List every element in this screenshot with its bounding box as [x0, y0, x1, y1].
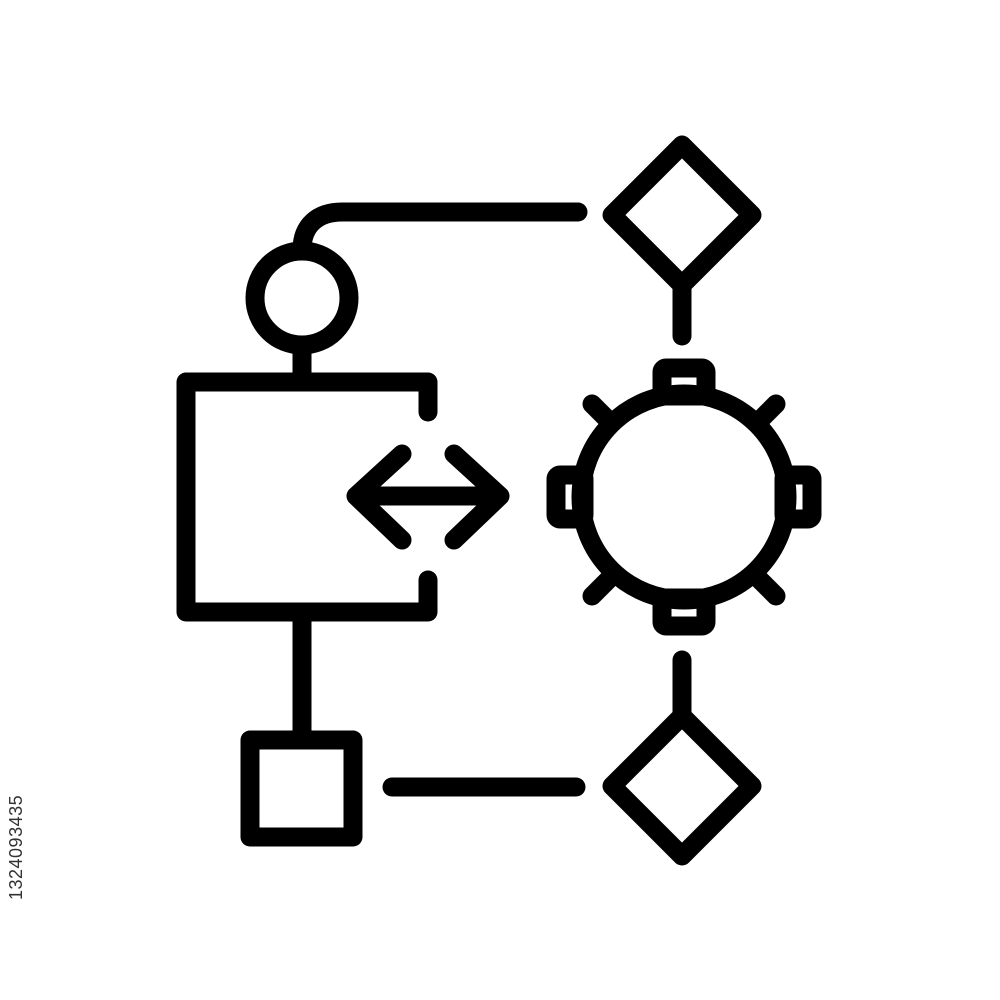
gear-tooth-bottom — [652, 588, 716, 636]
gear-tooth-top — [652, 358, 716, 406]
gear-tooth-top-left — [582, 394, 618, 430]
gear-tooth-bottom-right — [750, 570, 786, 606]
gear-tooth-bottom-left — [582, 570, 618, 606]
gear-tooth-top-right — [750, 394, 786, 430]
bottom-diamond-node — [602, 706, 762, 866]
bidirectional-arrow-icon — [346, 444, 510, 550]
gear-tooth-right — [774, 465, 822, 529]
top-diamond-node — [602, 135, 762, 295]
top-connector-line — [292, 202, 588, 260]
process-box — [176, 372, 438, 622]
watermark-id-text: 1324093435 — [6, 794, 26, 900]
end-square-node — [240, 730, 363, 847]
start-circle-node — [245, 241, 359, 355]
gear-tooth-left — [546, 465, 594, 529]
